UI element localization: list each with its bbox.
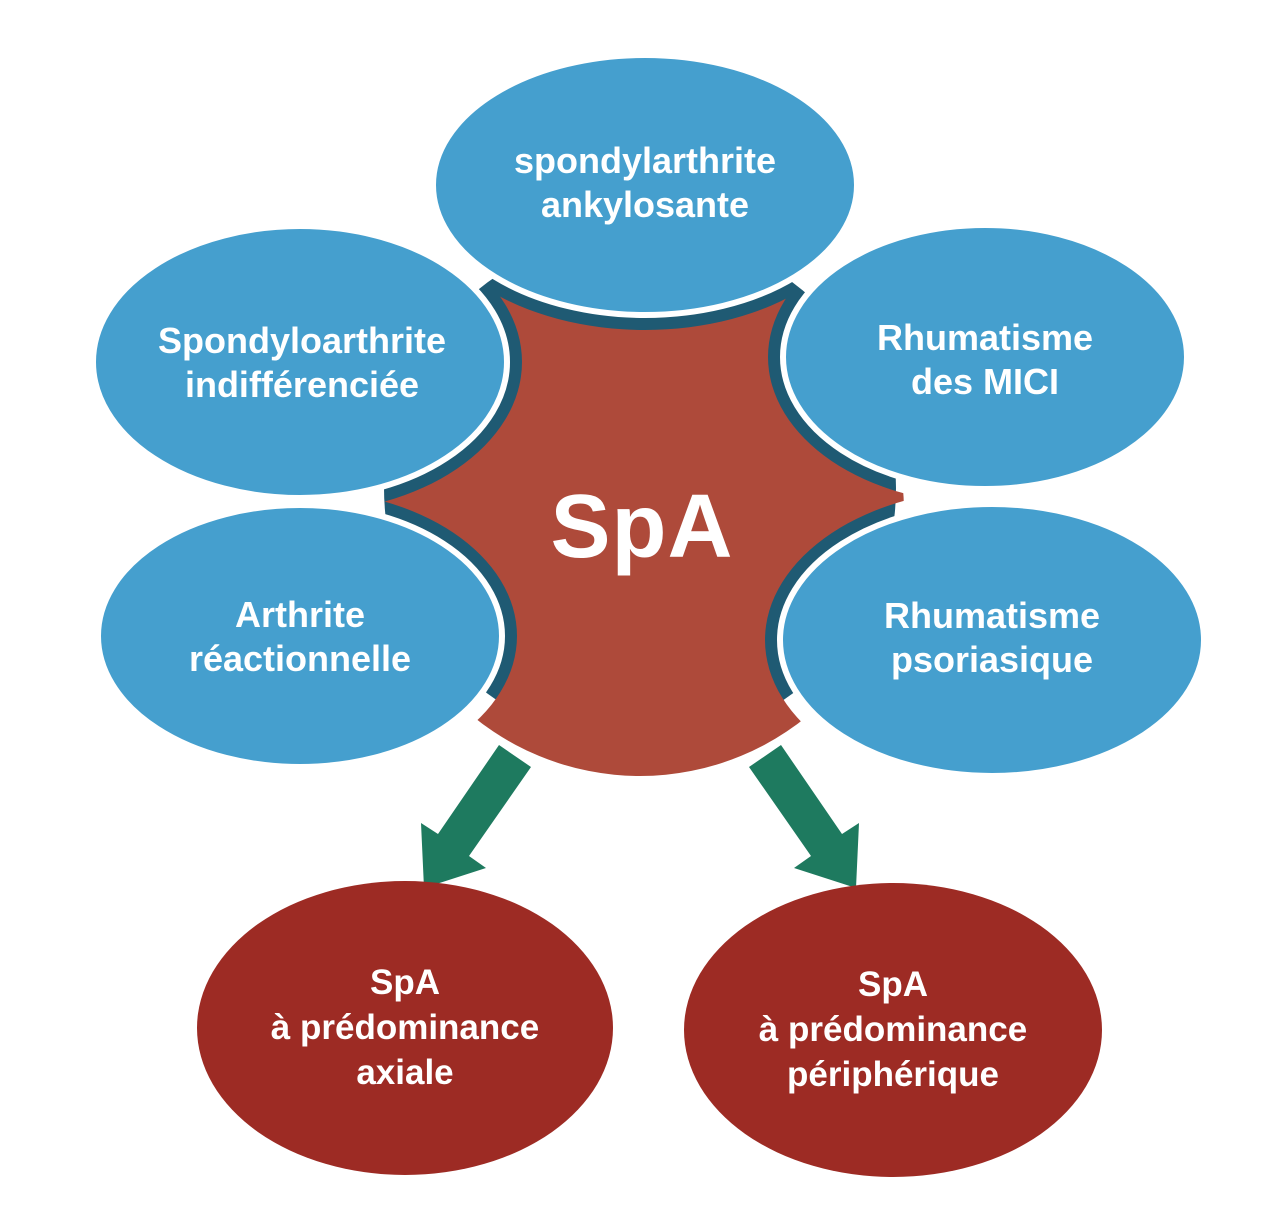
satellite-ellipse-top (430, 52, 860, 318)
label-line: axiale (356, 1052, 454, 1092)
label-line: psoriasique (890, 639, 1094, 680)
label-line: des MICI (910, 361, 1060, 402)
label-line: Rhumatisme (876, 317, 1094, 359)
outcome-label-peripheral: SpA à prédominance périphérique (759, 963, 1027, 1097)
arrow-to-peripheral-icon (749, 745, 859, 888)
label-line: Spondyloarthrite (157, 320, 447, 362)
satellite-ellipse-lower-right (777, 501, 1207, 779)
satellite-ellipse-upper-right (780, 222, 1190, 492)
label-line: SpA (369, 962, 440, 1002)
satellite-ellipse-lower-left (95, 502, 505, 770)
label-line: indifférenciée (184, 364, 420, 405)
label-line: Arthrite (234, 594, 365, 636)
outcome-label-axial: SpA à prédominance axiale (271, 961, 539, 1095)
label-line: réactionnelle (188, 638, 412, 679)
satellite-ellipse-upper-left (90, 223, 510, 501)
satellite-label-lower-left: Arthrite réactionnelle (189, 593, 411, 681)
label-line: à prédominance (270, 1007, 540, 1047)
label-line: à prédominance (758, 1009, 1028, 1049)
satellite-label-lower-right: Rhumatisme psoriasique (884, 594, 1100, 682)
label-line: périphérique (787, 1054, 999, 1094)
hub-label: SpA (550, 477, 734, 578)
satellite-label-top: spondylarthrite ankylosante (514, 139, 776, 227)
label-line: spondylarthrite (513, 140, 777, 182)
label-line: SpA (857, 964, 928, 1004)
satellite-label-upper-left: Spondyloarthrite indifférenciée (158, 319, 446, 407)
arrow-to-axial-icon (421, 745, 531, 888)
label-line: ankylosante (540, 184, 750, 225)
outcome-ellipse-peripheral (684, 883, 1102, 1177)
outcome-ellipse-axial (197, 881, 613, 1175)
label-line: Rhumatisme (883, 595, 1101, 637)
satellite-label-upper-right: Rhumatisme des MICI (877, 316, 1093, 404)
